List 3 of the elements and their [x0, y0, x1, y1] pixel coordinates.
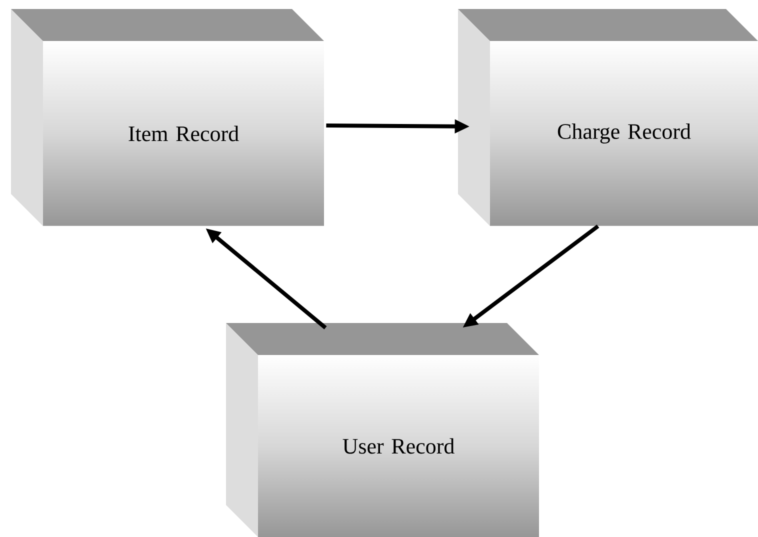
box-3d: User Record — [226, 323, 539, 537]
box-3d: Charge Record — [458, 9, 758, 226]
box-3d: Item Record — [11, 9, 324, 226]
